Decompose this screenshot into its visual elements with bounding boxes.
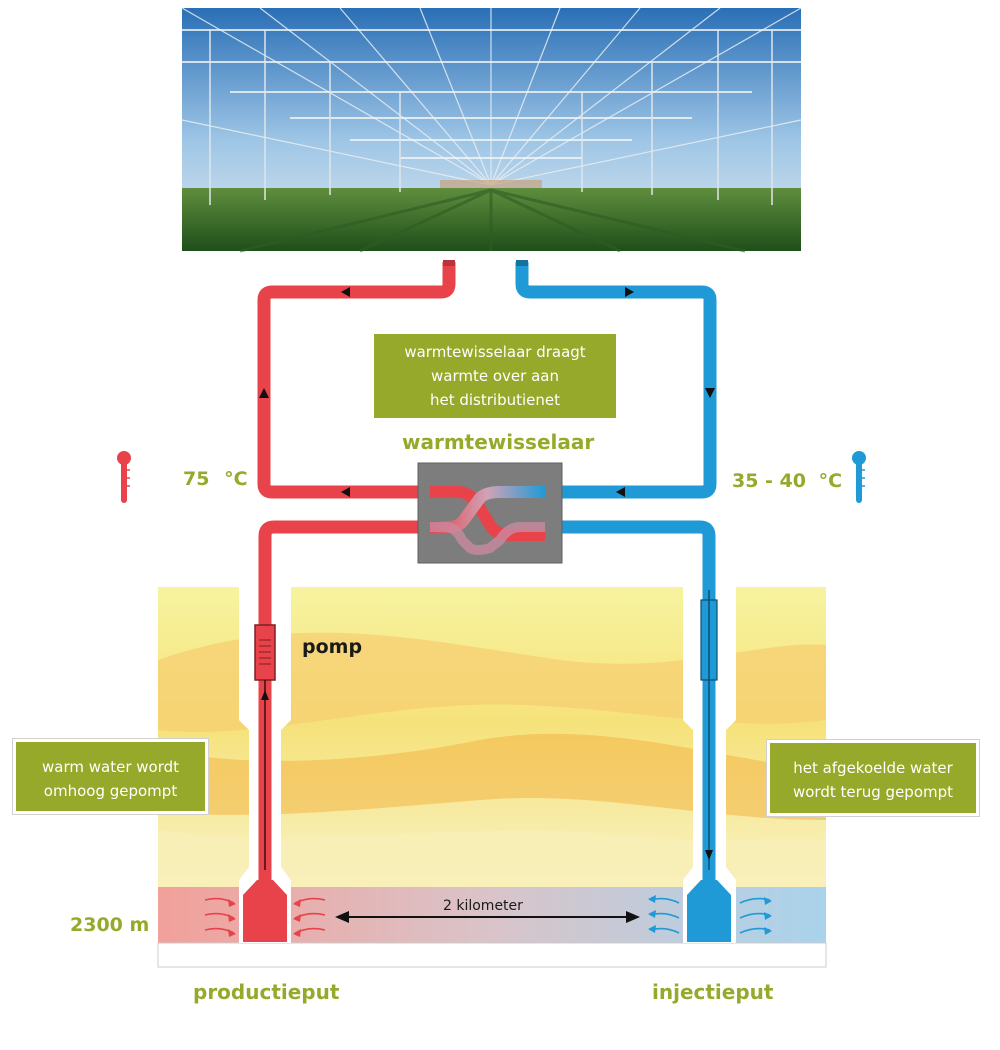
exchanger-note-box: warmtewisselaar draagt warmte over aan h… bbox=[374, 334, 616, 418]
cold-temperature-unit: °C bbox=[818, 470, 843, 492]
warm-water-note-line: warm water wordt bbox=[42, 758, 179, 776]
reservoir-outflow-arrowheads-injection bbox=[648, 895, 772, 935]
cold-thermometer-icon bbox=[852, 451, 866, 503]
flow-arrows bbox=[259, 287, 715, 497]
distance-label: 2 kilometer bbox=[443, 898, 523, 914]
cold-pipe-circuit bbox=[515, 262, 717, 880]
hot-temperature-unit: °C bbox=[224, 468, 248, 490]
reservoir-inflow-arrowheads-production bbox=[228, 899, 301, 937]
hot-thermometer-icon bbox=[117, 451, 131, 503]
cooled-water-note-line: wordt terug gepompt bbox=[792, 783, 954, 801]
exchanger-note-line: het distributienet bbox=[429, 391, 561, 409]
greenhouse-photo bbox=[181, 7, 802, 253]
depth-label: 2300 m bbox=[70, 914, 150, 936]
cold-temperature-value: 35 - 40 bbox=[732, 470, 806, 492]
cooled-water-note-box: het afgekoelde water wordt terug gepompt bbox=[766, 739, 980, 817]
exchanger-note-line: warmtewisselaar draagt bbox=[404, 343, 586, 361]
warm-water-note-box: warm water wordt omhoog gepompt bbox=[12, 738, 209, 815]
hot-pipe-cap bbox=[443, 260, 455, 266]
hot-temperature-value: 75 bbox=[183, 468, 210, 490]
hot-temperature: 75 °C bbox=[183, 468, 248, 490]
injection-well-label: injectieput bbox=[652, 980, 774, 1004]
cold-pipe-cap bbox=[516, 260, 528, 266]
production-pump bbox=[254, 624, 276, 870]
heat-exchanger bbox=[417, 462, 563, 564]
injection-well-tip bbox=[687, 880, 731, 942]
injection-pipe-detail bbox=[700, 590, 718, 870]
warm-water-note-line: omhoog gepompt bbox=[43, 782, 178, 800]
pump-label: pomp bbox=[302, 636, 363, 658]
production-well-label: productieput bbox=[193, 980, 340, 1004]
exchanger-title: warmtewisselaar bbox=[402, 430, 595, 454]
production-well-tip bbox=[243, 880, 287, 942]
hot-pipe-circuit bbox=[257, 262, 456, 880]
distance-arrow bbox=[335, 911, 640, 923]
exchanger-note-line: warmte over aan bbox=[431, 367, 559, 385]
cold-temperature: 35 - 40 °C bbox=[732, 470, 842, 492]
cooled-water-note-line: het afgekoelde water bbox=[793, 759, 953, 777]
